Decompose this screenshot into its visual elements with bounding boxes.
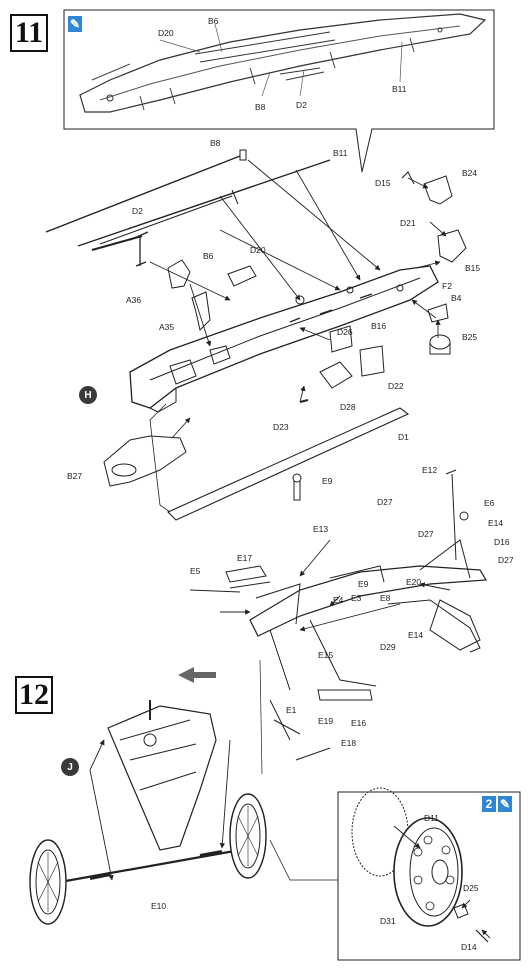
part-label: D27 <box>418 529 434 539</box>
part-label: E6 <box>484 498 495 508</box>
part-label: A35 <box>159 322 174 332</box>
part-label: D22 <box>388 381 404 391</box>
step-number-12: 12 <box>15 676 53 714</box>
part-label: E5 <box>190 566 201 576</box>
part-label: D27 <box>498 555 514 565</box>
part-label: B6 <box>208 16 219 26</box>
part-label: D27 <box>377 497 393 507</box>
reference-marker-h: H <box>79 386 97 404</box>
part-label: E13 <box>313 524 328 534</box>
paint-brush-icon: ✎ <box>68 16 82 32</box>
part-label: E20 <box>406 577 421 587</box>
part-label: B15 <box>465 263 480 273</box>
part-label: D16 <box>494 537 510 547</box>
part-label: E10 <box>151 901 166 911</box>
part-label: E12 <box>422 465 437 475</box>
direction-arrow-icon <box>178 667 216 683</box>
part-labels: D20 B6 B8 D2 B11 B8 B11 D2 B6 D15 B24 D2… <box>67 16 514 952</box>
paint-badge-bottom: 2 ✎ <box>482 796 512 812</box>
part-label: E14 <box>488 518 503 528</box>
part-label: E16 <box>351 718 366 728</box>
part-label: D20 <box>158 28 174 38</box>
part-label: D25 <box>463 883 479 893</box>
paint-count: 2 <box>482 796 496 812</box>
part-label: E1 <box>286 705 297 715</box>
part-label: B27 <box>67 471 82 481</box>
part-label: D20 <box>250 245 266 255</box>
part-label: E15 <box>318 650 333 660</box>
part-label: D14 <box>461 942 477 952</box>
part-label: E14 <box>408 630 423 640</box>
part-label: A36 <box>126 295 141 305</box>
part-label: E19 <box>318 716 333 726</box>
part-label: B24 <box>462 168 477 178</box>
part-label: E18 <box>341 738 356 748</box>
step-12-parts <box>29 469 488 925</box>
wheel-detail-inset <box>337 787 521 961</box>
part-label: D26 <box>337 327 353 337</box>
part-label: E3 <box>351 593 362 603</box>
part-label: B4 <box>451 293 462 303</box>
part-label: B6 <box>203 251 214 261</box>
part-label: B11 <box>333 148 348 158</box>
part-label: B11 <box>392 84 407 94</box>
part-label: B25 <box>462 332 477 342</box>
part-label: B8 <box>210 138 221 148</box>
part-label: B8 <box>255 102 266 112</box>
part-label: D23 <box>273 422 289 432</box>
step-number-11: 11 <box>10 14 48 52</box>
reference-marker-j: J <box>61 758 79 776</box>
paint-badge-top: ✎ <box>68 16 82 32</box>
part-label: E17 <box>237 553 252 563</box>
part-label: E8 <box>380 593 391 603</box>
part-label: D2 <box>132 206 143 216</box>
part-label: E4 <box>333 595 344 605</box>
part-label: D1 <box>398 432 409 442</box>
part-label: B16 <box>371 321 386 331</box>
part-label: F2 <box>442 281 452 291</box>
step-11-inset <box>63 9 495 173</box>
step-11-parts <box>45 149 467 521</box>
part-label: D2 <box>296 100 307 110</box>
part-label: D11 <box>424 813 439 823</box>
part-label: D28 <box>340 402 356 412</box>
part-label: D31 <box>380 916 396 926</box>
part-label: D29 <box>380 642 396 652</box>
part-label: D21 <box>400 218 416 228</box>
part-label: E9 <box>322 476 333 486</box>
paint-brush-icon: ✎ <box>498 796 512 812</box>
part-label: E9 <box>358 579 369 589</box>
part-label: D15 <box>375 178 391 188</box>
